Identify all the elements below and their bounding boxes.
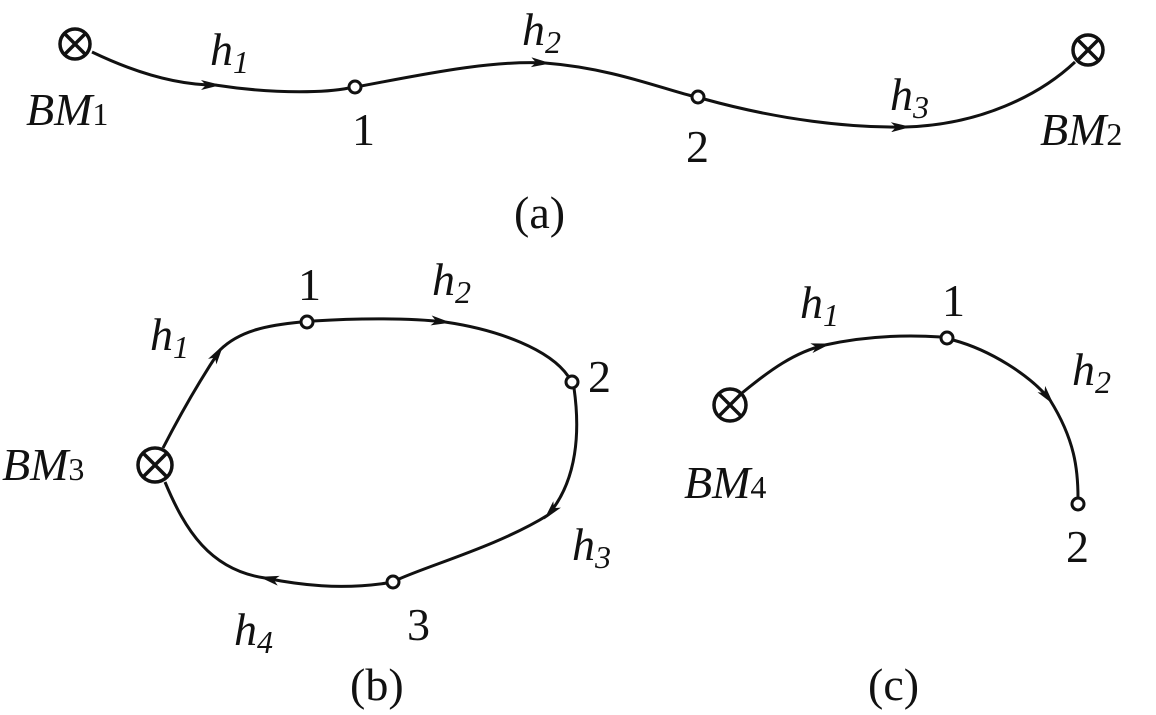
route-line bbox=[1048, 399, 1080, 499]
point-label: 1 bbox=[942, 275, 965, 326]
route-segment-h1 bbox=[161, 345, 224, 449]
turning-point-marker bbox=[564, 374, 580, 390]
segment-label: h3 bbox=[572, 519, 611, 575]
segment-label: h2 bbox=[432, 254, 471, 310]
turning-point-marker bbox=[690, 89, 706, 105]
segment-label: h2 bbox=[1072, 344, 1111, 400]
segment-label: h1 bbox=[210, 24, 249, 80]
figure-caption: (c) bbox=[868, 659, 919, 710]
turning-point-marker bbox=[1070, 496, 1086, 512]
bm-end-label: BM2 bbox=[1040, 104, 1122, 155]
point-label: 2 bbox=[1066, 521, 1089, 572]
route-line bbox=[214, 83, 350, 94]
turning-point-marker bbox=[299, 314, 315, 330]
bm-label: BM4 bbox=[684, 457, 766, 508]
route-line bbox=[218, 320, 302, 352]
route-segment-h2 bbox=[312, 315, 451, 326]
route-segment-h2 bbox=[360, 57, 551, 88]
segment-label: h3 bbox=[890, 69, 929, 125]
figure-caption: (b) bbox=[350, 659, 404, 710]
benchmark-icon bbox=[1071, 33, 1105, 67]
figure-caption: (a) bbox=[514, 187, 565, 238]
route-segment-h2 bbox=[952, 338, 1054, 405]
route-segment-h4 bbox=[259, 575, 388, 588]
benchmark-icon bbox=[58, 27, 92, 61]
figure-b-closed-loop: BM3 1 2 3 h1 h2 h3 h4 (b) bbox=[2, 254, 611, 710]
benchmark-icon bbox=[712, 387, 748, 423]
turning-point-marker bbox=[347, 79, 363, 95]
figure-c-spur-route: BM4 1 2 h1 h2 (c) bbox=[684, 275, 1111, 710]
route-line bbox=[824, 334, 942, 347]
point-label: 1 bbox=[352, 104, 375, 155]
route-line bbox=[163, 481, 266, 580]
point-label: 2 bbox=[588, 351, 611, 402]
bm-start-label: BM1 bbox=[26, 84, 108, 135]
route-segment-h1 bbox=[91, 50, 221, 90]
segment-label: h4 bbox=[234, 604, 273, 660]
turning-point-marker bbox=[385, 574, 401, 590]
point-label: 2 bbox=[686, 121, 709, 172]
segment-label: h1 bbox=[150, 309, 189, 365]
segment-label: h1 bbox=[800, 277, 839, 333]
figure-a-attached-route: BM1 BM2 1 2 h1 h2 h3 (a) bbox=[26, 4, 1122, 238]
route-segment-h1 bbox=[741, 343, 831, 395]
benchmark-icon bbox=[136, 446, 174, 484]
point-label: 3 bbox=[407, 599, 430, 650]
route-line bbox=[398, 513, 549, 581]
route-segment-h3 bbox=[544, 387, 579, 520]
route-line bbox=[444, 320, 570, 377]
point-label: 1 bbox=[298, 259, 321, 310]
route-line bbox=[904, 60, 1077, 129]
route-segment-h3 bbox=[703, 97, 911, 133]
turning-point-marker bbox=[939, 330, 955, 346]
segment-label: h2 bbox=[522, 4, 561, 60]
bm-label: BM3 bbox=[2, 439, 84, 490]
route-line bbox=[544, 61, 693, 98]
